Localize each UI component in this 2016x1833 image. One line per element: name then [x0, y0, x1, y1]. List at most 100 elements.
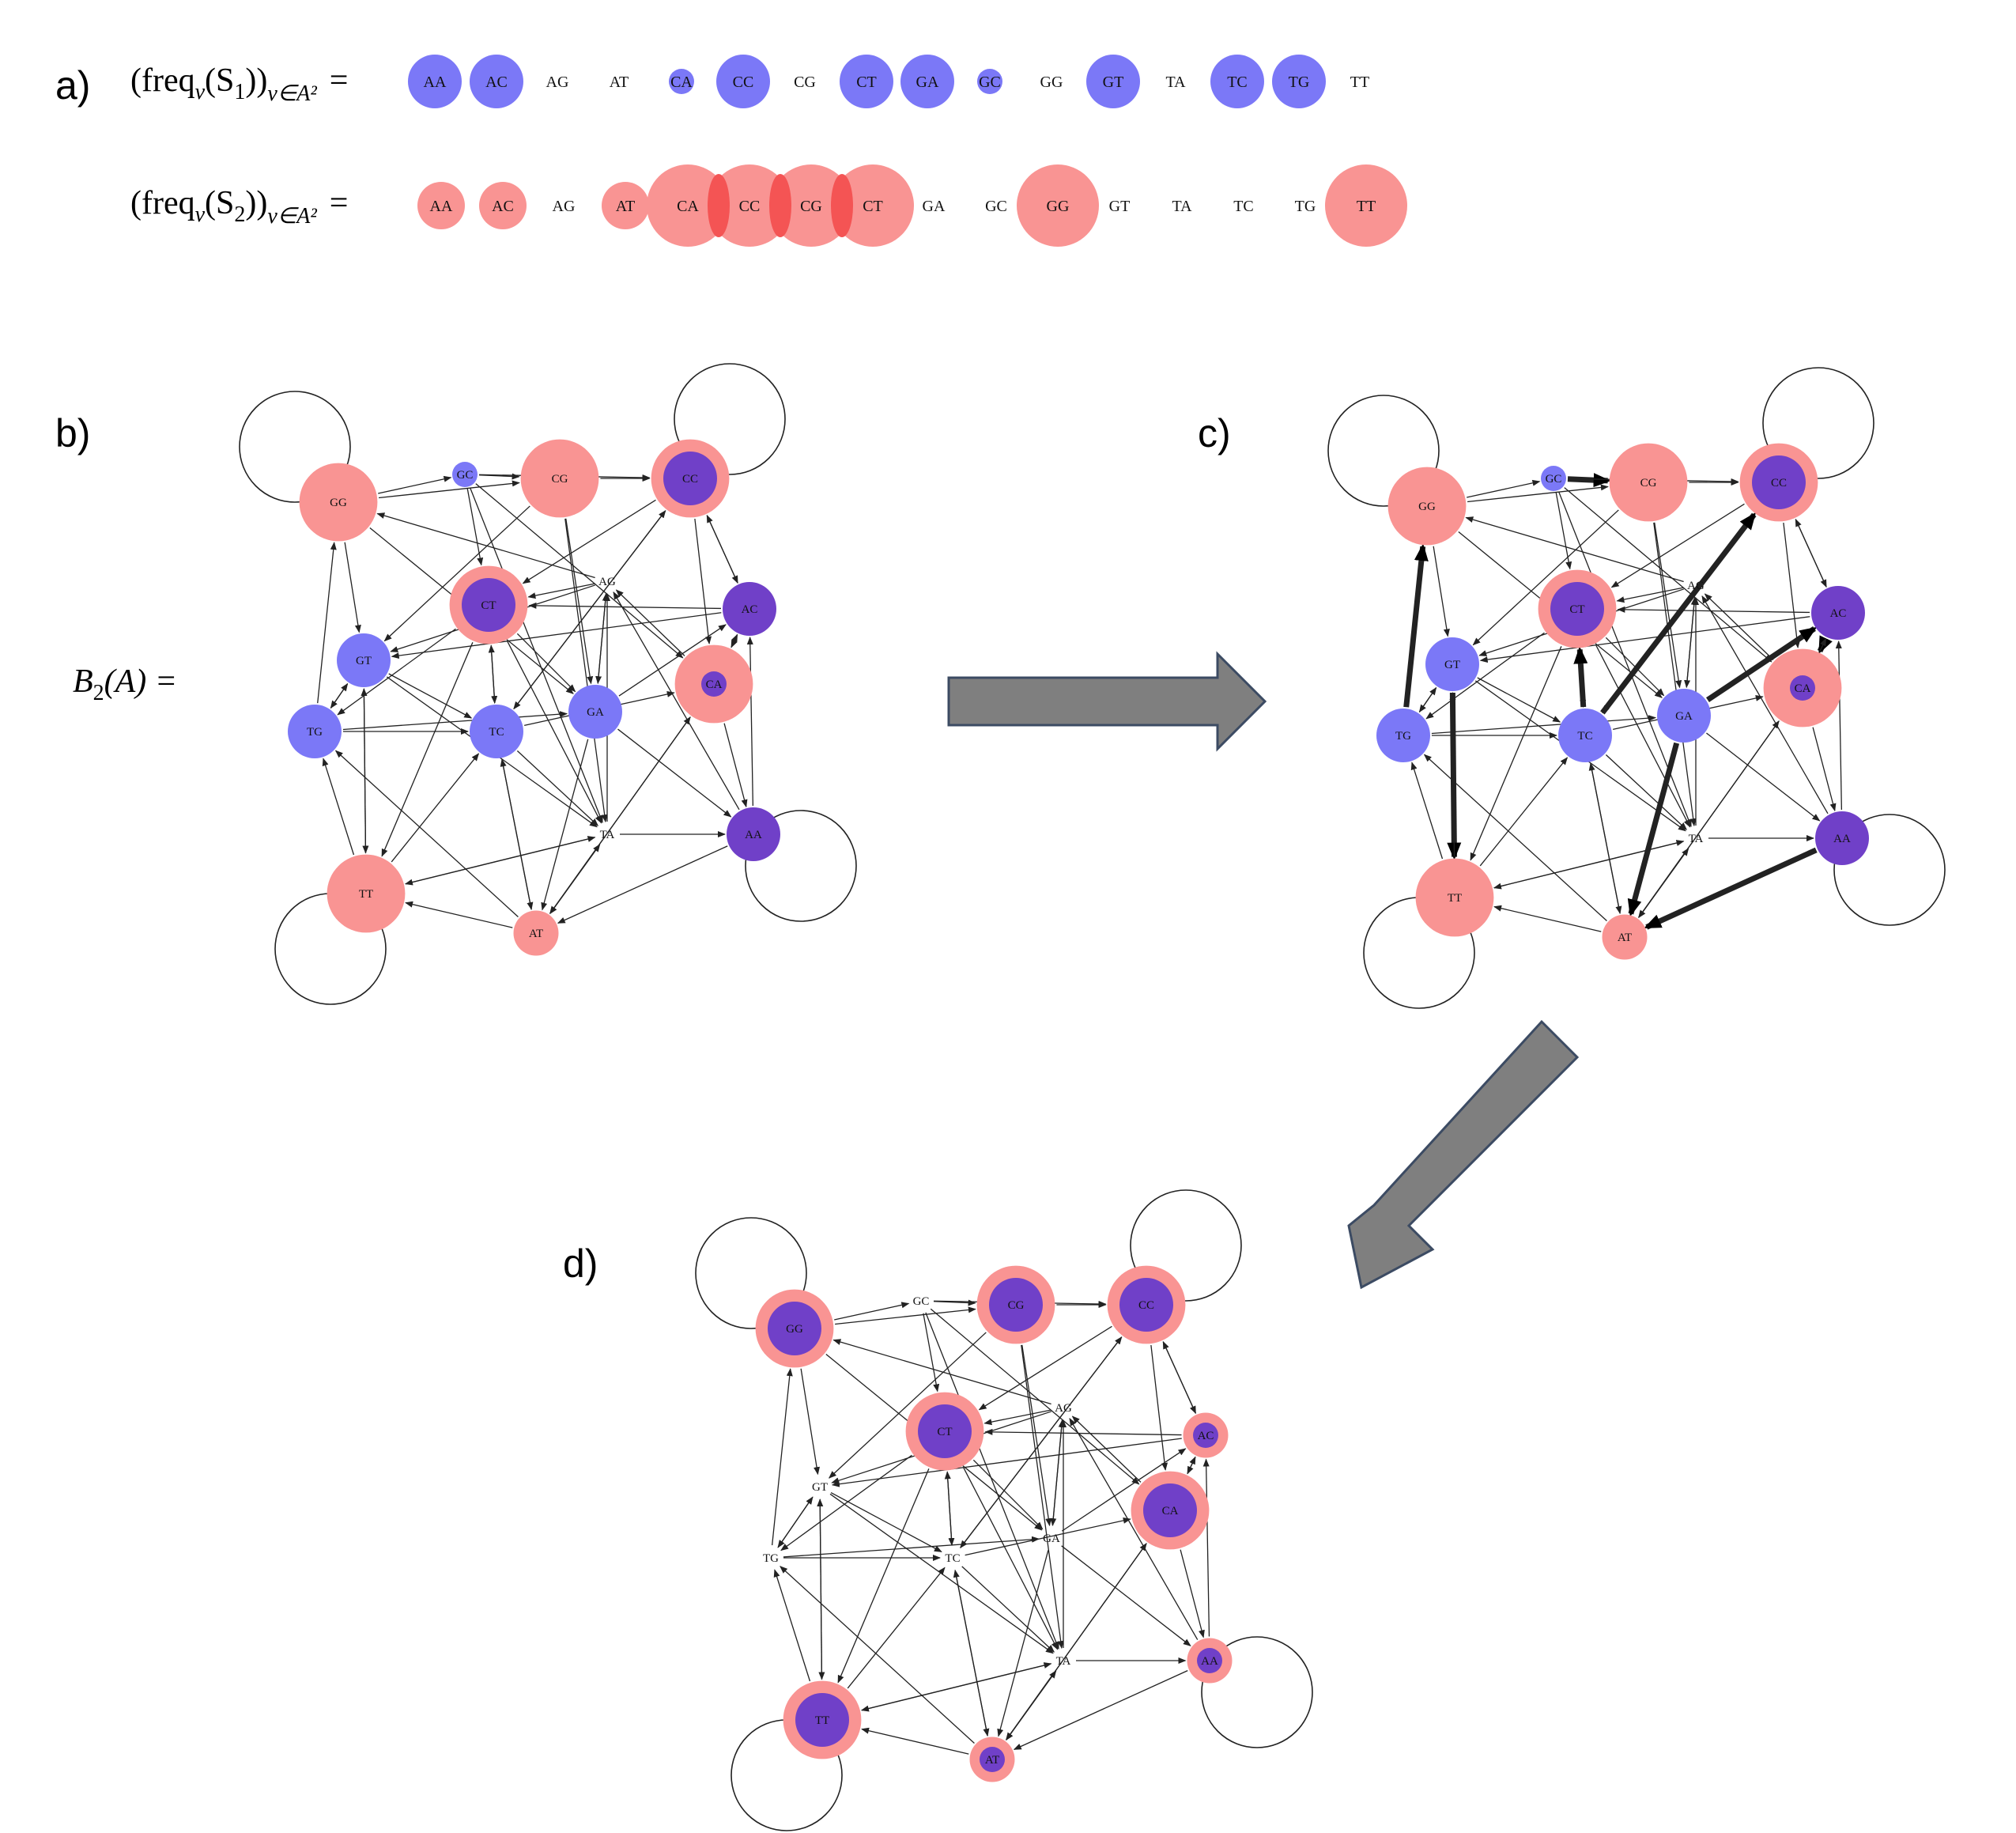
node-label: AT [529, 928, 543, 940]
node-label: GC [913, 1295, 930, 1308]
freq-label-s1-gc: GC [979, 74, 1001, 91]
node-cc: CC [1107, 1265, 1186, 1344]
node-tt: TT [327, 854, 406, 933]
node-label: CA [1795, 682, 1811, 695]
edge-cc-ca [694, 518, 712, 644]
freq-label-s1-ca: CA [670, 74, 693, 91]
node-s1-circle [1541, 466, 1566, 491]
freq-label-s1-gg: GG [1040, 74, 1063, 91]
node-s1-circle [462, 578, 515, 632]
edge-ga-at [1627, 742, 1680, 917]
node-at: AT [969, 1737, 1015, 1782]
node-label: GG [1418, 501, 1436, 513]
node-ct: CT [1538, 569, 1617, 648]
freq-label-s1-ag: AG [546, 74, 569, 91]
edge-tt-ta [405, 836, 596, 885]
edge-at-tg [1423, 754, 1607, 921]
node-label: GA [587, 706, 604, 719]
edge-ag-gg [1465, 516, 1684, 583]
freq-label-s1-at: AT [610, 74, 629, 91]
freq-circle-s2-at [602, 182, 649, 229]
panel-label-c: c) [1198, 411, 1231, 455]
edge-ac-gt [391, 612, 722, 660]
edge-ac-gt [831, 1438, 1182, 1487]
edge-gt-tc [830, 1491, 942, 1553]
node-label: AA [1833, 833, 1851, 845]
node-gc: GC [913, 1295, 930, 1308]
node-s1-circle [727, 807, 780, 861]
node-label: TA [1689, 833, 1704, 845]
edge-ct-ta [1595, 644, 1691, 828]
freq-circle-s2-ac [479, 182, 527, 229]
edge-ca-aa [1812, 727, 1837, 812]
edge-tg-ga [1431, 715, 1657, 735]
edge-at-tc [500, 758, 532, 910]
node-ct: CT [449, 565, 528, 644]
node-s2-circle [1387, 467, 1467, 546]
edge-gg-cg [1467, 484, 1609, 503]
edge-ga-aa [1706, 732, 1821, 822]
edge-cc-ct [1610, 503, 1745, 588]
node-gt: GT [337, 633, 391, 687]
node-aa: AA [1815, 811, 1869, 865]
freq-label-s2-cc: CC [739, 198, 761, 215]
node-ac: AC [1811, 586, 1865, 640]
node-label: TT [815, 1714, 829, 1727]
edge-at-tt [405, 901, 513, 928]
freq-circle-s1-aa [408, 55, 462, 108]
edge-tg-gg [1403, 543, 1429, 708]
node-tc: TC [470, 705, 523, 758]
edge-gc-ca [930, 1308, 1140, 1485]
edge-tg-ga [783, 1536, 1040, 1558]
freq-circle-s1-ac [470, 55, 523, 108]
node-at: AT [513, 910, 559, 956]
edge-ag-gg [376, 512, 595, 579]
node-s1-circle [1790, 675, 1815, 701]
edge-tc-ta [961, 1566, 1055, 1653]
edge-tg-gt [1418, 686, 1437, 712]
edge-ct-ta [963, 1467, 1059, 1650]
node-s1-circle [1558, 709, 1612, 762]
edge-cg-ta [1021, 1344, 1064, 1650]
edge-gg-gc [834, 1302, 910, 1321]
edge-gg-gt [800, 1368, 821, 1476]
edge-ga-ag [1051, 1419, 1065, 1526]
node-s2-circle [1609, 443, 1688, 522]
node-label: AG [1055, 1402, 1072, 1415]
edge-gt-tc [1477, 677, 1561, 723]
freq-label-s1-ta: TA [1165, 74, 1186, 91]
node-label: TT [359, 888, 373, 901]
node-ac: AC [723, 582, 776, 636]
edge-tt-tg [322, 758, 355, 856]
freq-circle-s2-aa [417, 182, 465, 229]
node-s2-circle [327, 854, 406, 933]
edge-tc-ta [1605, 754, 1688, 830]
freq-circle-s1-tc [1210, 55, 1264, 108]
node-s2-circle [299, 463, 378, 542]
edge-cg-gt [383, 505, 530, 642]
node-tt: TT [1415, 858, 1494, 937]
node-s1-circle [1425, 637, 1479, 691]
edge-aa-at [1013, 1670, 1188, 1750]
freq-circle-s1-gt [1086, 55, 1140, 108]
node-cc: CC [651, 439, 730, 518]
node-gc: GC [1541, 466, 1566, 491]
edge-tt-gt [1449, 691, 1456, 857]
node-label: CT [481, 599, 496, 612]
freq-circle-s2-ct [832, 164, 914, 247]
edge-tc-cc [513, 510, 666, 709]
edge-ga-ac [618, 624, 727, 697]
edge-at-tc [1588, 762, 1621, 914]
node-s1-circle [1811, 586, 1865, 640]
edge-cg-ta [564, 518, 608, 823]
node-ta: TA [1689, 833, 1704, 845]
edge-ac-cc [1795, 518, 1827, 588]
node-ca: CA [674, 644, 753, 724]
node-label: GG [786, 1323, 803, 1336]
edge-tt-tc [847, 1567, 946, 1689]
freq-label-s2-gg: GG [1047, 198, 1070, 215]
